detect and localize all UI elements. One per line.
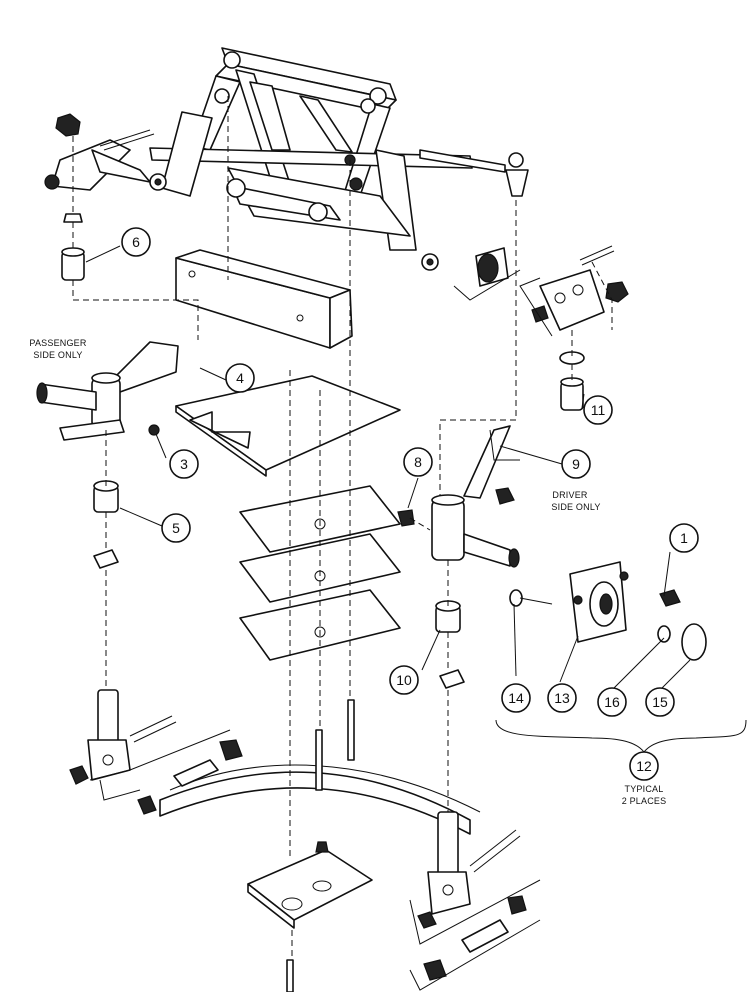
callout-5: 5 (161, 513, 191, 543)
passenger-note-line1: PASSENGER (29, 338, 86, 348)
outline-lines (89, 269, 553, 991)
driver-note-line1: DRIVER (552, 490, 588, 500)
callout-3: 3 (169, 449, 199, 479)
svg-text:16: 16 (604, 694, 620, 710)
svg-text:10: 10 (396, 672, 412, 688)
callout-14: 14 (501, 683, 531, 713)
driver-note-line2: SIDE ONLY (551, 502, 600, 512)
notes: PASSENGER SIDE ONLY DRIVER SIDE ONLY TYP… (29, 338, 666, 806)
svg-text:5: 5 (172, 520, 180, 536)
callout-9: 9 (561, 449, 591, 479)
right-upper-bracket (475, 245, 629, 411)
callout-8: 8 (403, 447, 433, 477)
typical-note-line1: TYPICAL (625, 784, 664, 794)
bottom-plate (247, 849, 373, 929)
callout-15: 15 (645, 687, 675, 717)
crossmember-channel (175, 249, 353, 349)
svg-text:15: 15 (652, 694, 668, 710)
callout-16: 16 (597, 687, 627, 717)
svg-text:9: 9 (572, 456, 580, 472)
right-kingpin-bracket (417, 811, 527, 981)
vertical-bolts (286, 699, 355, 992)
upper-frame-assembly (149, 47, 529, 271)
leader-lines (85, 245, 747, 753)
typical-note-line2: 2 PLACES (622, 796, 667, 806)
callout-10: 10 (389, 665, 419, 695)
svg-text:1: 1 (680, 530, 688, 546)
leaf-spring (137, 739, 481, 835)
callout-11: 11 (583, 395, 613, 425)
left-kingpin-bracket (69, 689, 177, 785)
passenger-spindle (36, 341, 179, 569)
callout-12: 12 (629, 751, 659, 781)
svg-text:3: 3 (180, 456, 188, 472)
passenger-note-line2: SIDE ONLY (33, 350, 82, 360)
assembly-lines (72, 96, 613, 960)
callout-13: 13 (547, 683, 577, 713)
callouts: 1 3 4 5 6 8 9 10 (121, 227, 699, 781)
svg-text:6: 6 (132, 234, 140, 250)
hub-assembly (509, 561, 707, 661)
svg-text:8: 8 (414, 454, 422, 470)
svg-text:14: 14 (508, 690, 524, 706)
callout-6: 6 (121, 227, 151, 257)
svg-text:11: 11 (591, 402, 606, 418)
mounting-plates (175, 375, 401, 661)
svg-text:4: 4 (236, 370, 244, 386)
svg-text:12: 12 (636, 758, 652, 774)
driver-spindle (397, 425, 520, 689)
callout-4: 4 (225, 363, 255, 393)
svg-text:13: 13 (554, 690, 570, 706)
left-upper-bracket (44, 113, 155, 281)
callout-1: 1 (669, 523, 699, 553)
